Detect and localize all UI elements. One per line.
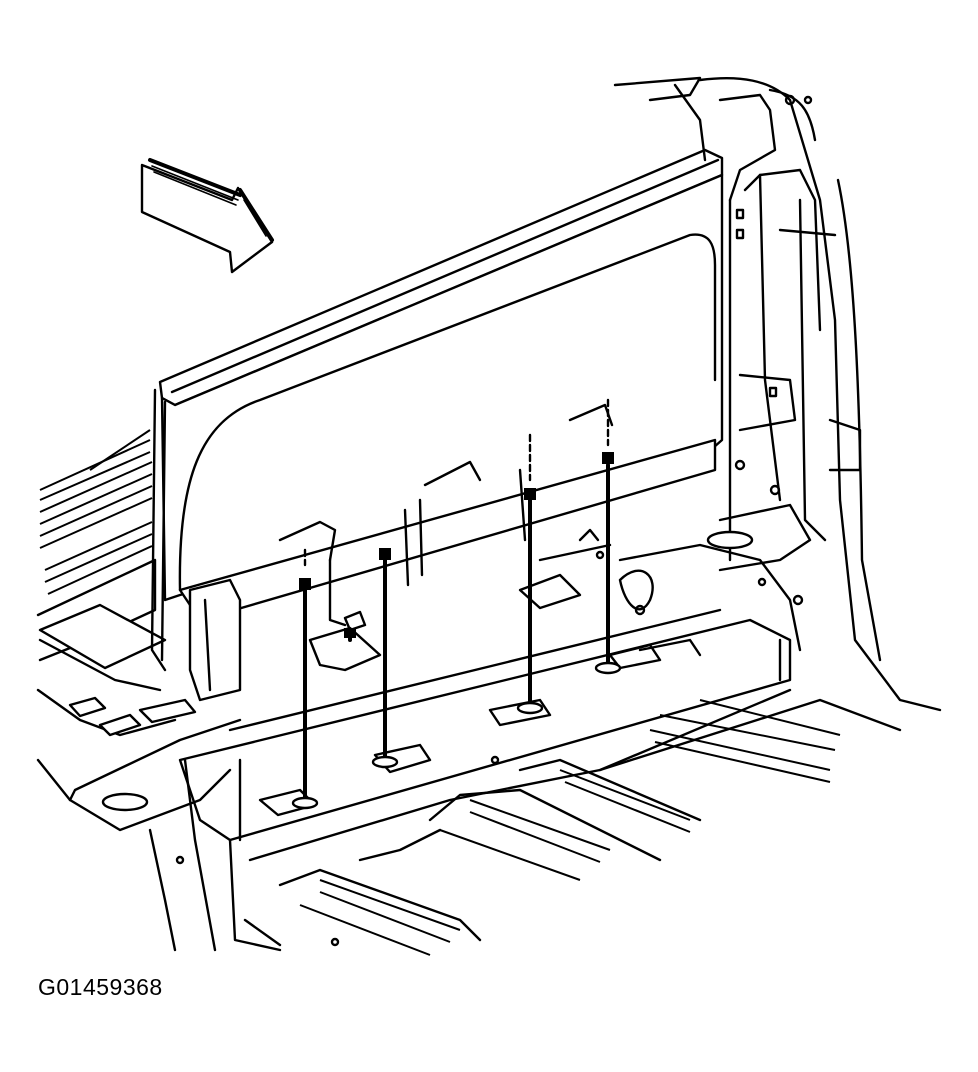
floor-pan-left bbox=[36, 558, 242, 952]
figure-id-label: G01459368 bbox=[38, 974, 163, 1000]
view-direction-arrow-icon bbox=[140, 158, 274, 274]
body-details bbox=[343, 528, 767, 657]
floor-ribs-front bbox=[299, 699, 841, 956]
floor-pan-front bbox=[243, 698, 902, 947]
fastener-2 bbox=[371, 548, 399, 769]
body-pillar-right bbox=[613, 76, 942, 712]
fastener-3 bbox=[516, 433, 544, 715]
fastener-5 bbox=[344, 628, 356, 642]
floor-ribs-left bbox=[39, 429, 153, 595]
partition-panel bbox=[150, 148, 724, 702]
fastener-4 bbox=[594, 398, 622, 675]
floor-cross-member bbox=[175, 543, 804, 952]
fastener-1 bbox=[291, 548, 319, 810]
